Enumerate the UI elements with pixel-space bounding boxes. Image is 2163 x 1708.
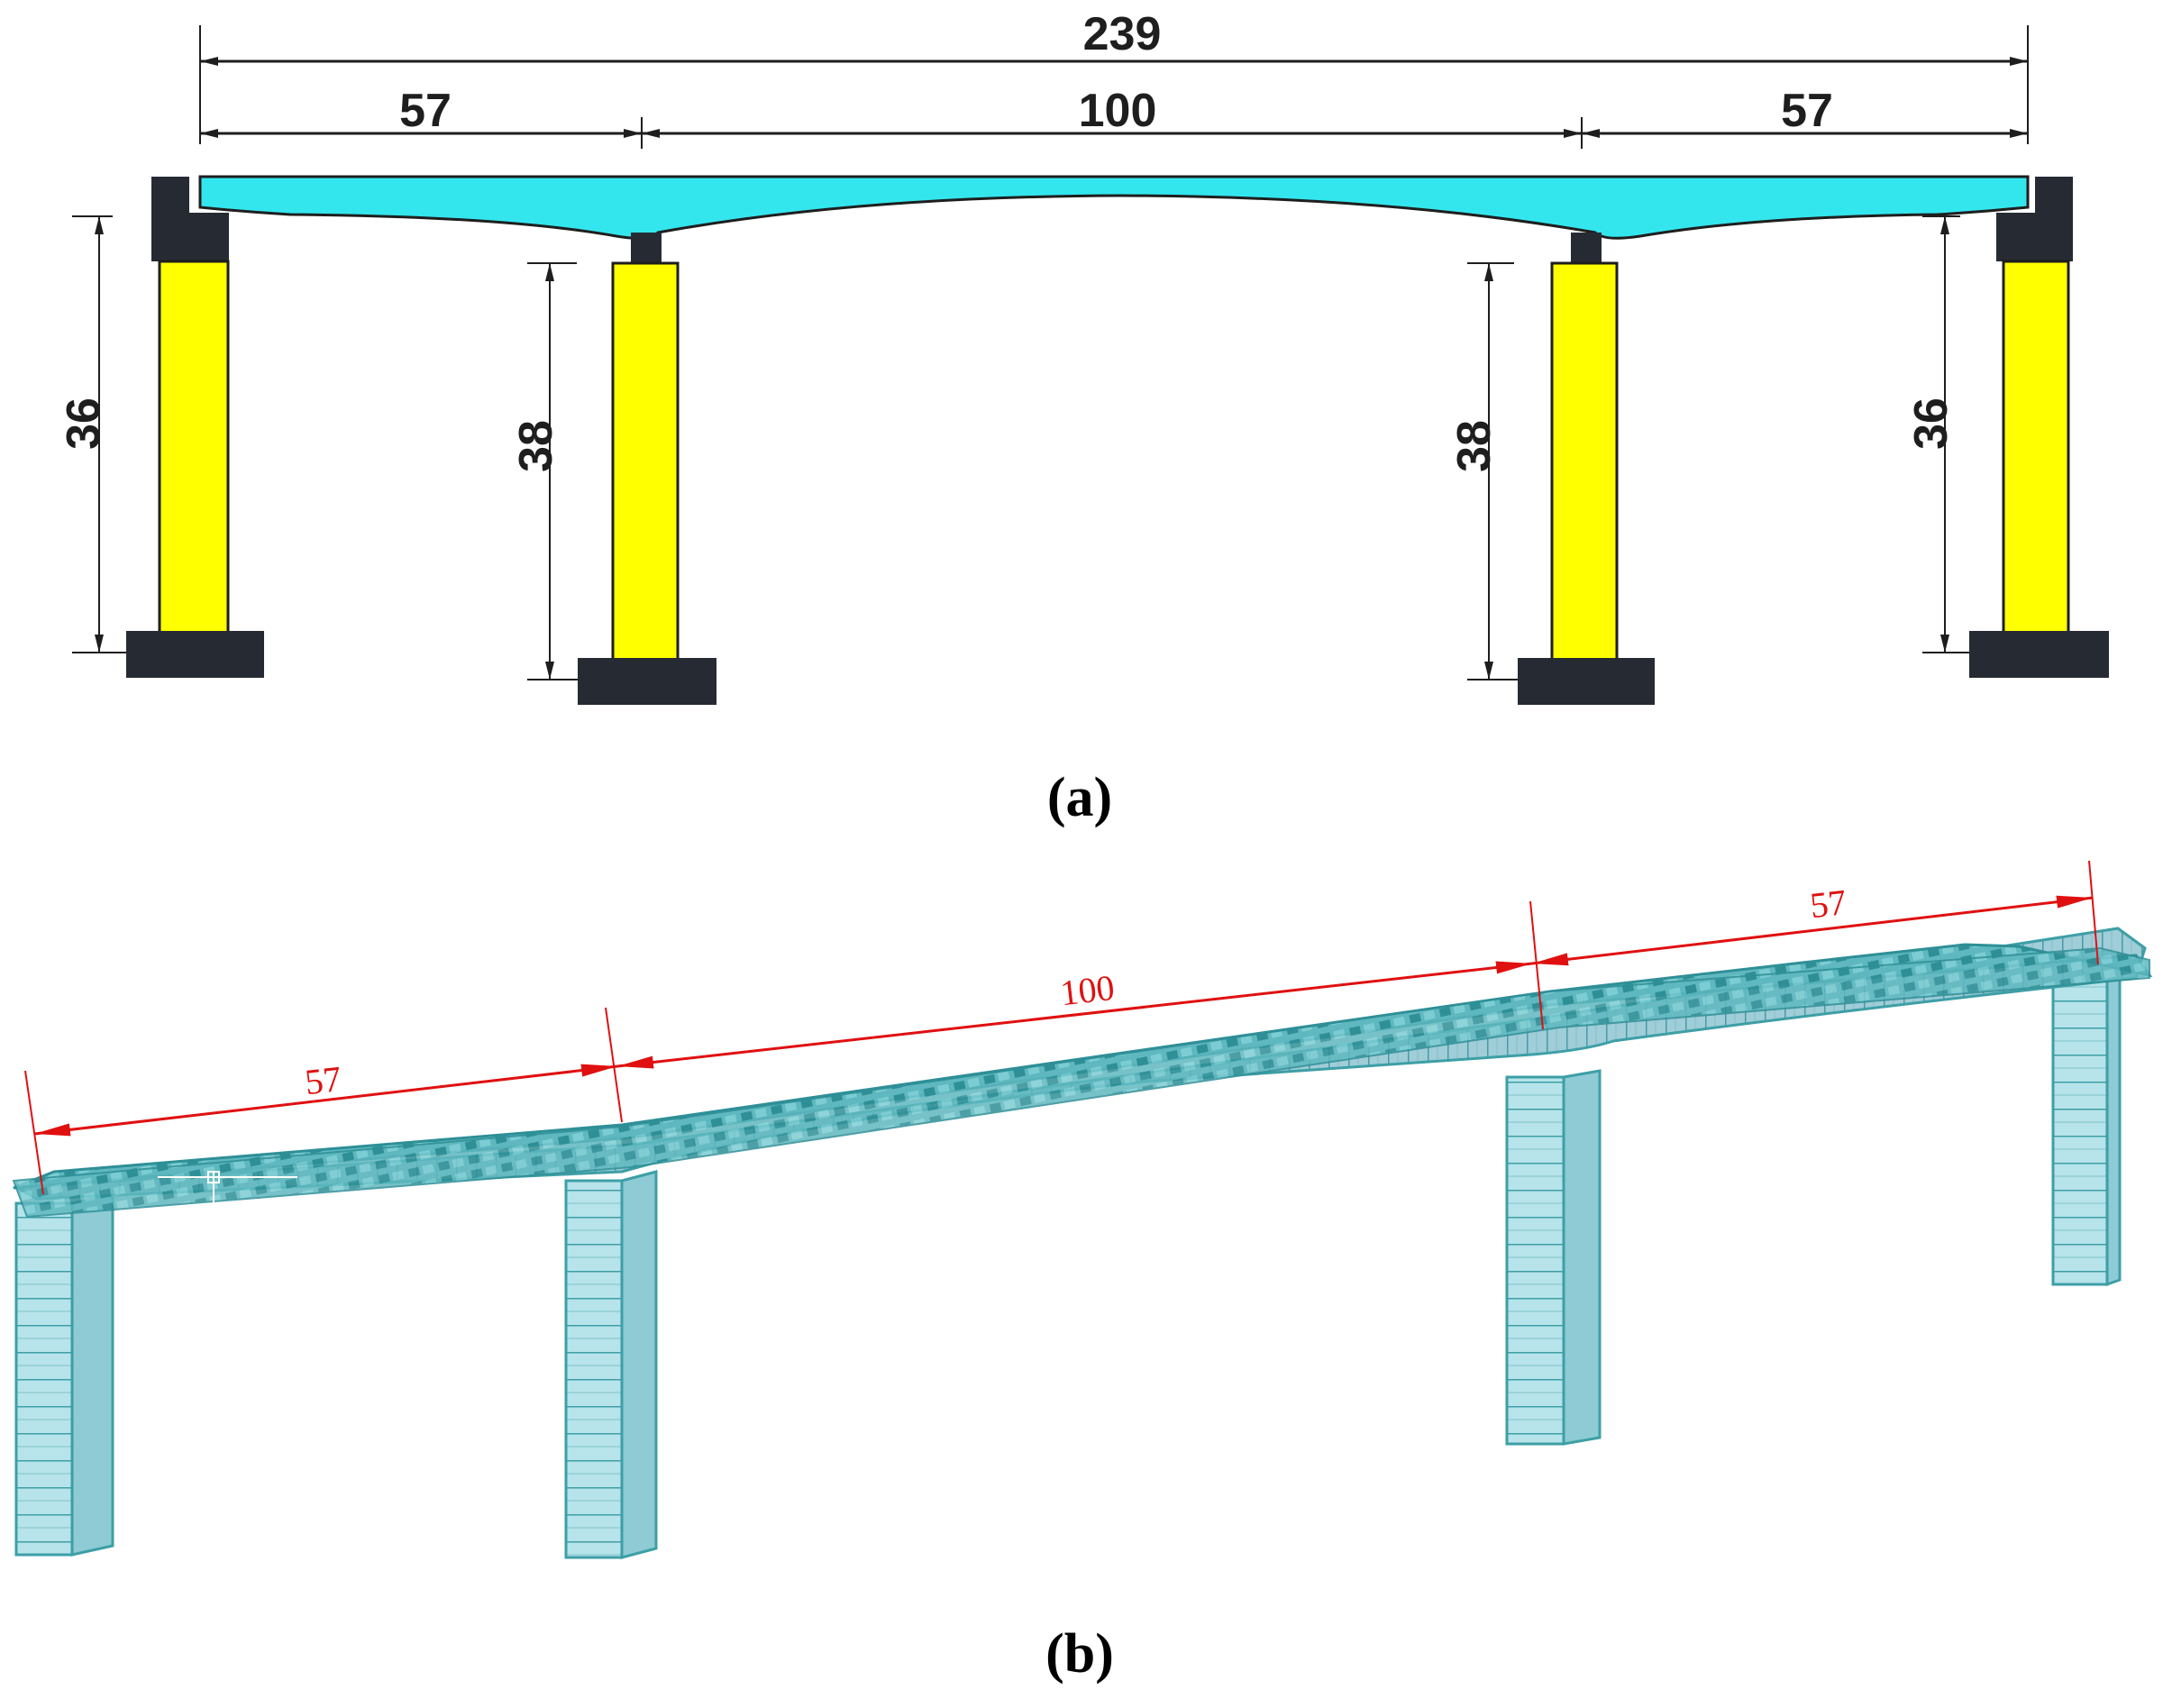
right-pier-footing [1518, 658, 1655, 705]
fe-pier-abutment-right [2051, 966, 2122, 1287]
left-abutment-footing [126, 631, 264, 678]
fe-pier-abutment-left [14, 1192, 114, 1557]
fe-pier-left [564, 1170, 658, 1559]
height-left-pier-label: 38 [510, 420, 562, 472]
fe-span-right-label: 57 [1808, 881, 1848, 926]
left-pier-footing [578, 658, 716, 705]
height-right-abutment-label: 36 [1905, 397, 1958, 450]
right-abutment-column [2002, 260, 2070, 635]
span-center-label: 100 [1079, 85, 1157, 137]
fe-dim-ext-right [2088, 860, 2099, 965]
fe-span-left-label: 57 [303, 1058, 343, 1102]
fe-span-left-dimension-line [33, 1064, 618, 1137]
height-right-pier-label: 38 [1448, 420, 1501, 472]
panel-a-elevation: 239 57 100 57 36 [58, 8, 2109, 828]
right-abutment-footing [1969, 631, 2109, 678]
panel-b-caption: (b) [1045, 1623, 1114, 1685]
fe-dim-ext-left [24, 1070, 44, 1195]
left-pier-bearing [631, 233, 662, 263]
fe-span-center-label: 100 [1058, 967, 1117, 1014]
fe-dim-ext-pier1 [605, 1007, 623, 1123]
left-abutment-seat [151, 213, 229, 261]
overall-span-label: 239 [1083, 8, 1162, 60]
height-left-abutment-label: 36 [58, 397, 110, 450]
panel-a-caption: (a) [1047, 767, 1112, 828]
right-pier-column [1550, 261, 1619, 662]
left-abutment-column [158, 260, 230, 635]
fe-dim-ext-pier2 [1529, 900, 1544, 1030]
span-left-label: 57 [399, 85, 452, 137]
fe-span-center-dimension-line [616, 961, 1533, 1069]
crosshair-icon [158, 1171, 297, 1230]
fe-pier-right [1505, 1069, 1602, 1446]
right-abutment-seat [1996, 213, 2073, 261]
fe-span-right-dimension-line [1531, 895, 2094, 966]
span-right-label: 57 [1781, 85, 1833, 137]
right-pier-bearing [1571, 233, 1602, 263]
panel-b-fe-model: 57 100 57 (b) [12, 860, 2153, 1685]
bridge-deck [198, 175, 2030, 240]
left-pier-column [611, 261, 680, 662]
